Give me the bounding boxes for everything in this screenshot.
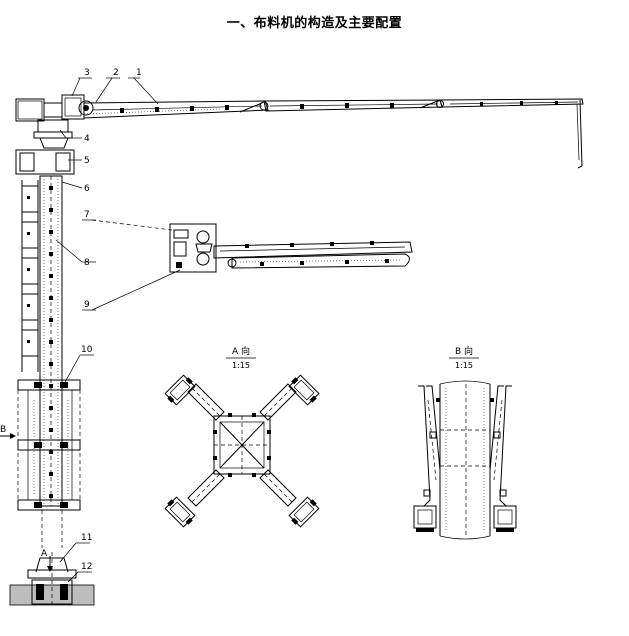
platform xyxy=(15,149,75,175)
callout-8: 8 xyxy=(84,258,90,268)
slewing-ring xyxy=(37,119,69,133)
view-b-label: B 向 xyxy=(455,345,473,357)
climbing-frames xyxy=(17,379,81,511)
main-elevation xyxy=(0,94,584,606)
view-marker-b: B xyxy=(0,425,6,435)
callouts: 1 2 3 4 5 6 7 8 9 10 xyxy=(0,68,181,583)
slewing-frame xyxy=(43,102,63,118)
callout-3: 3 xyxy=(84,68,90,78)
plan-boom-lower xyxy=(231,253,410,269)
view-a: A 向 1:15 xyxy=(164,345,320,528)
callout-12: 12 xyxy=(81,562,92,572)
view-a-scale: 1:15 xyxy=(232,361,250,370)
callout-10: 10 xyxy=(81,345,93,355)
view-a-pads xyxy=(164,374,320,528)
plan-turntable xyxy=(169,223,217,273)
view-marker-a: A xyxy=(41,549,48,559)
callout-4: 4 xyxy=(84,134,90,144)
callout-1: 1 xyxy=(136,68,142,78)
boom-section-1 xyxy=(83,100,269,119)
boom-section-3 xyxy=(439,98,584,108)
ladder-cage xyxy=(21,180,39,372)
plan-boom-upper xyxy=(213,241,413,259)
view-b: B 向 1:15 xyxy=(413,345,517,540)
counterweight xyxy=(15,98,45,122)
callout-6: 6 xyxy=(84,184,90,194)
callout-9: 9 xyxy=(84,300,90,310)
plan-view xyxy=(169,223,413,273)
foundation-base xyxy=(9,552,95,606)
callout-7: 7 xyxy=(84,210,90,220)
end-hose xyxy=(577,99,583,169)
view-a-label: A 向 xyxy=(232,345,250,357)
callout-5: 5 xyxy=(84,156,90,166)
view-b-scale: 1:15 xyxy=(455,361,473,370)
page-title: 一、布料机的构造及主要配置 xyxy=(226,16,403,31)
callout-2: 2 xyxy=(113,68,119,78)
callout-11: 11 xyxy=(81,533,92,543)
